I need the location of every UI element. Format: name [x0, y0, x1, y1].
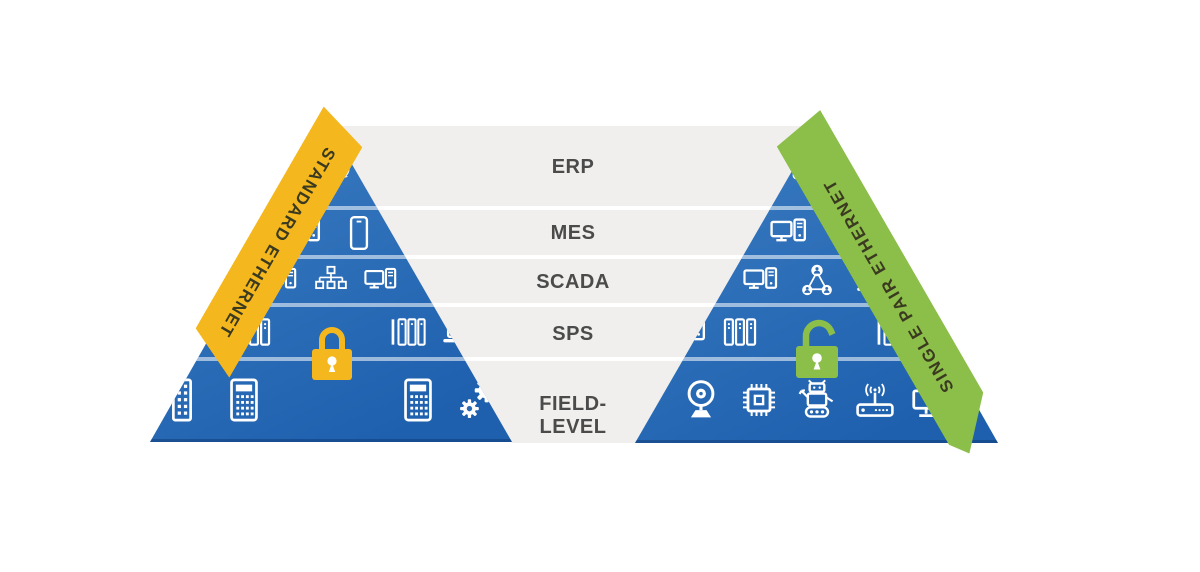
- server-rack-icon: [721, 313, 759, 351]
- robot-icon: [795, 378, 839, 422]
- microchip-icon: [737, 378, 781, 422]
- level-separator: [150, 255, 512, 259]
- level-label-sps: SPS: [552, 323, 594, 345]
- closed-padlock-icon: [306, 322, 358, 384]
- level-band-0: [330, 126, 818, 206]
- level-label-mes: MES: [550, 222, 596, 244]
- webcam-icon: [679, 378, 723, 422]
- smartphone-icon: [340, 214, 378, 252]
- network-hierarchy-icon: [314, 264, 348, 298]
- padlock-spacer: [283, 400, 379, 401]
- open-padlock-icon: [786, 306, 850, 384]
- level-label-field-level: FIELD- LEVEL: [539, 393, 606, 439]
- level-label-erp: ERP: [551, 156, 595, 178]
- level-separator: [150, 206, 512, 210]
- server-rack-2-icon: [389, 313, 427, 351]
- field-level-line1: FIELD-: [539, 393, 607, 415]
- level-separator: [150, 303, 512, 307]
- user-network-icon: [799, 263, 835, 299]
- plc-controller-icon: [221, 377, 267, 423]
- desktop-pc-icon: [364, 264, 398, 298]
- level-separator: [635, 303, 998, 307]
- wifi-router-icon: [853, 378, 897, 422]
- terminal-block-icon: [159, 377, 205, 423]
- plc-controller-icon: [395, 377, 441, 423]
- level-separator: [635, 255, 998, 259]
- field-level-line2: LEVEL: [539, 416, 607, 438]
- desktop-pc-icon: [770, 214, 808, 252]
- level-band-1: [330, 210, 818, 255]
- level-label-scada: SCADA: [536, 271, 610, 293]
- desktop-pc-icon: [743, 263, 779, 299]
